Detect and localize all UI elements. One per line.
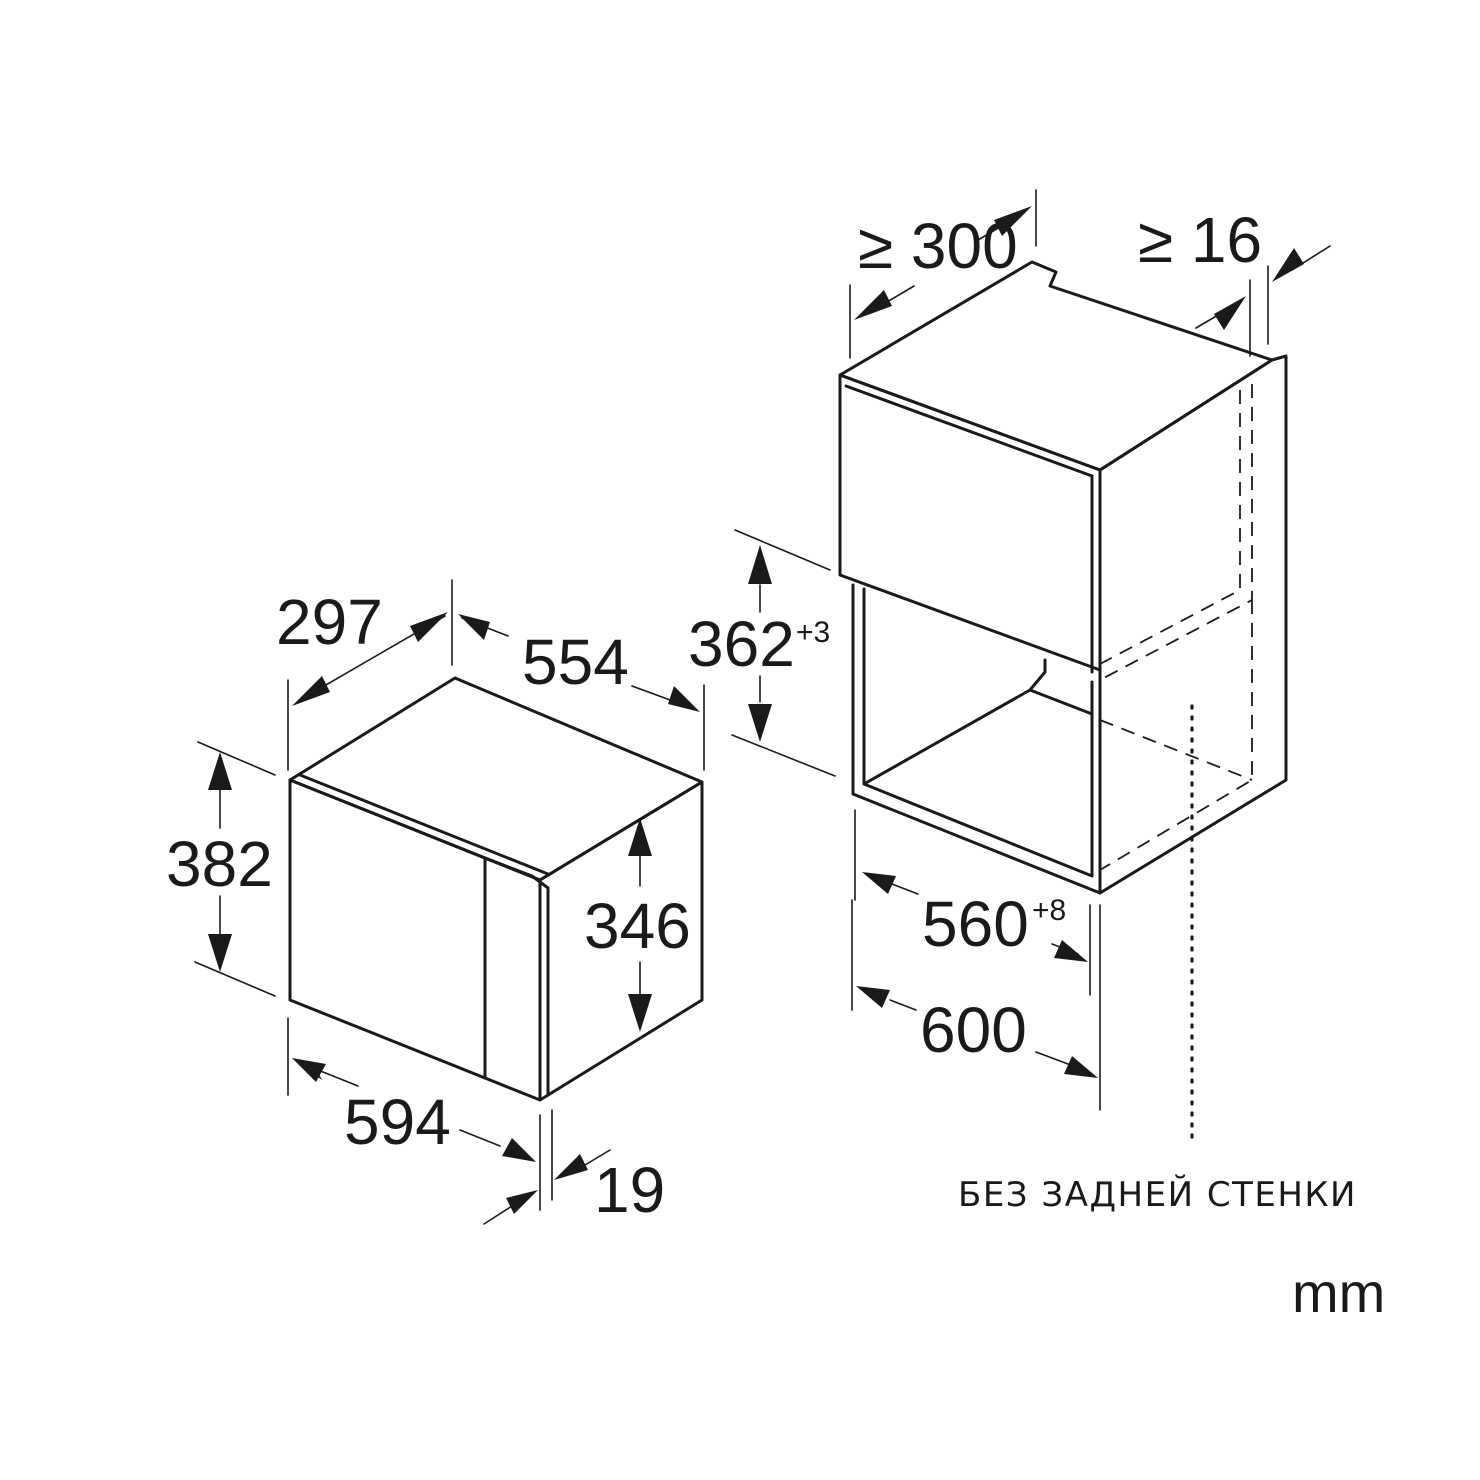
hidden-edge-3	[1099, 600, 1253, 871]
dim-side-gap: ≥ 16	[1138, 204, 1262, 276]
dim-362: 362	[688, 608, 795, 680]
dim-594: 594	[344, 1086, 451, 1158]
hidden-edge-2	[1099, 384, 1253, 681]
niche-floor-back	[862, 688, 1094, 786]
dim-297: 297	[276, 586, 383, 658]
dim-346: 346	[584, 890, 691, 962]
dim-382: 382	[166, 828, 273, 900]
dim-362-tolerance: +3	[796, 616, 830, 649]
niche-opening-left	[851, 583, 1102, 895]
dim-554: 554	[522, 626, 629, 698]
dim-560-tolerance: +8	[1032, 894, 1066, 927]
door-top-edge	[298, 773, 550, 876]
cabinet-front-face	[838, 373, 1102, 672]
niche-opening-inner	[862, 587, 1094, 878]
microwave-side-face	[538, 780, 704, 1102]
microwave-dimensions	[194, 579, 705, 1225]
microwave-body	[288, 676, 704, 1102]
cabinet-top-edge	[844, 384, 1094, 478]
hidden-edge-4	[1099, 719, 1253, 781]
unit-label: mm	[1292, 1261, 1385, 1324]
cabinet-side-panel	[1098, 354, 1288, 895]
niche-dimensions	[731, 189, 1331, 1111]
cabinet-top-face	[838, 260, 1274, 472]
control-panel-edge	[483, 856, 550, 1097]
hidden-edge-1	[1099, 390, 1241, 665]
dim-cabinet-depth: ≥ 300	[858, 210, 1018, 282]
niche-cabinet	[838, 260, 1288, 1148]
no-back-wall-label: БЕЗ ЗАДНЕЙ СТЕНКИ	[958, 1174, 1357, 1215]
niche-back-corner	[1028, 658, 1047, 692]
dim-560: 560	[922, 888, 1029, 960]
dim-19: 19	[594, 1154, 665, 1226]
microwave-front-face	[288, 778, 542, 1102]
dim-600: 600	[920, 994, 1027, 1066]
